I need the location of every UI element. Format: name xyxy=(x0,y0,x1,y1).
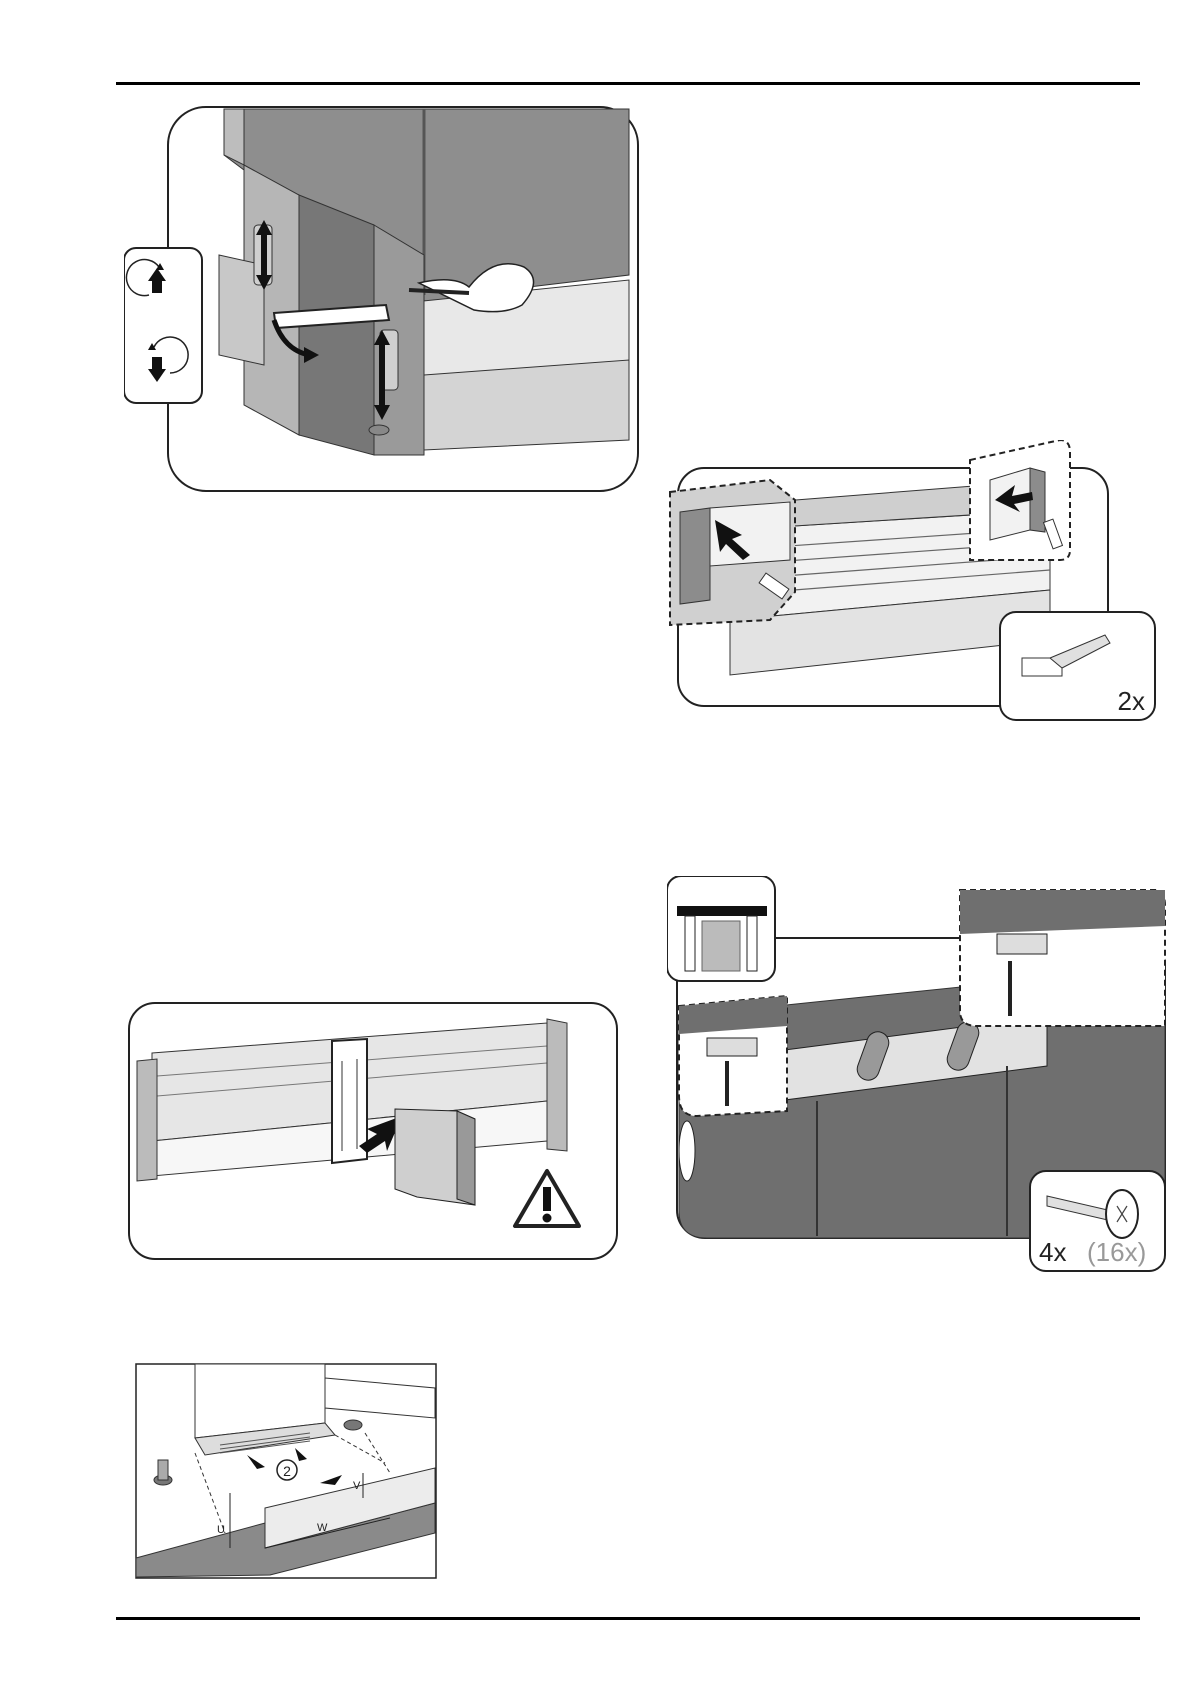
callout-number: 2 xyxy=(283,1463,291,1479)
dim-v: V xyxy=(353,1480,361,1492)
dim-u: U xyxy=(217,1524,225,1536)
header-rule xyxy=(116,82,1140,85)
dim-w: W xyxy=(317,1522,328,1534)
footer-rule xyxy=(116,1617,1140,1620)
figure-leveling-feet xyxy=(124,105,644,495)
figure-cover-panel xyxy=(127,1001,619,1263)
quantity-main: 4x xyxy=(1039,1237,1066,1267)
quantity-alt: (16x) xyxy=(1087,1237,1146,1267)
figure-plinth: 2 U V W xyxy=(135,1363,437,1579)
quantity-label: 2x xyxy=(1118,686,1145,716)
figure-rail-clips: 2x xyxy=(650,440,1160,722)
figure-hinge-plate: 4x (16x) xyxy=(667,876,1167,1276)
